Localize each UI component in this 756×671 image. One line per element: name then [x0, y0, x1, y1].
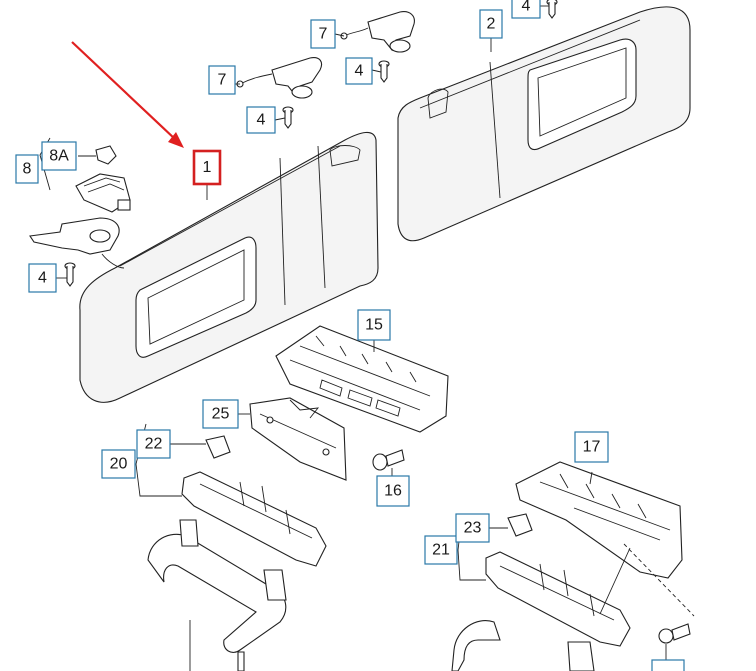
- callout-25[interactable]: 25: [202, 399, 239, 429]
- svg-text:2: 2: [487, 16, 496, 33]
- bolt: [372, 449, 405, 471]
- svg-text:7: 7: [319, 26, 328, 43]
- callout-4-middle[interactable]: 4: [246, 106, 276, 134]
- callout-22[interactable]: 22: [136, 429, 171, 459]
- callout-4-upper[interactable]: 4: [345, 57, 373, 85]
- callout-16[interactable]: 16: [376, 475, 410, 507]
- screw-mid: [282, 106, 294, 129]
- callout-4-top[interactable]: 4: [511, 0, 541, 19]
- trim-panel[interactable]: [275, 325, 449, 433]
- callout-20[interactable]: 20: [101, 449, 136, 479]
- svg-text:20: 20: [110, 456, 128, 473]
- svg-text:23: 23: [464, 520, 482, 537]
- bracket-panel: [249, 397, 347, 481]
- screw-upper: [546, 0, 558, 19]
- callout-2[interactable]: 2: [479, 9, 503, 39]
- callout-17[interactable]: 17: [574, 431, 609, 463]
- svg-text:16: 16: [384, 483, 402, 500]
- callout-15[interactable]: 15: [357, 309, 391, 341]
- mount-bracket-upper: [340, 11, 415, 53]
- svg-text:4: 4: [522, 0, 531, 15]
- callout-21[interactable]: 21: [424, 535, 458, 565]
- screw-handle-left: [237, 651, 245, 671]
- mount-bracket-left: [29, 217, 125, 269]
- grab-handle-left[interactable]: [147, 435, 327, 653]
- sun-visor-left[interactable]: [79, 131, 379, 403]
- screw-mid-upper: [378, 60, 390, 83]
- callout-bottom-right[interactable]: [651, 659, 685, 671]
- callout-7-upper[interactable]: 7: [310, 19, 336, 49]
- callout-23[interactable]: 23: [455, 513, 490, 543]
- svg-text:25: 25: [212, 406, 230, 423]
- sun-visor-right[interactable]: [397, 6, 691, 242]
- svg-text:15: 15: [365, 317, 383, 334]
- svg-text:22: 22: [145, 436, 163, 453]
- svg-text:8: 8: [23, 161, 32, 178]
- callout-4-left[interactable]: 4: [28, 263, 57, 293]
- svg-text:4: 4: [257, 112, 266, 129]
- grab-handle-right[interactable]: [451, 513, 631, 671]
- callout-8[interactable]: 8: [15, 154, 39, 184]
- svg-text:1: 1: [203, 159, 212, 176]
- trim-panel-rear[interactable]: [515, 461, 683, 579]
- mount-bracket-middle: [236, 57, 323, 99]
- svg-text:21: 21: [432, 542, 450, 559]
- callout-1[interactable]: 1: [192, 149, 222, 186]
- callout-8a[interactable]: 8A: [41, 141, 77, 171]
- svg-text:4: 4: [355, 63, 364, 80]
- pointer-arrow: [71, 41, 184, 148]
- svg-text:7: 7: [218, 72, 227, 89]
- svg-text:8A: 8A: [49, 148, 69, 165]
- svg-text:4: 4: [38, 270, 47, 287]
- screw-rear: [658, 623, 691, 644]
- screw-left: [64, 262, 76, 287]
- mount-clip-8a: [75, 145, 131, 213]
- callout-7-middle[interactable]: 7: [208, 65, 236, 95]
- svg-text:17: 17: [583, 439, 601, 456]
